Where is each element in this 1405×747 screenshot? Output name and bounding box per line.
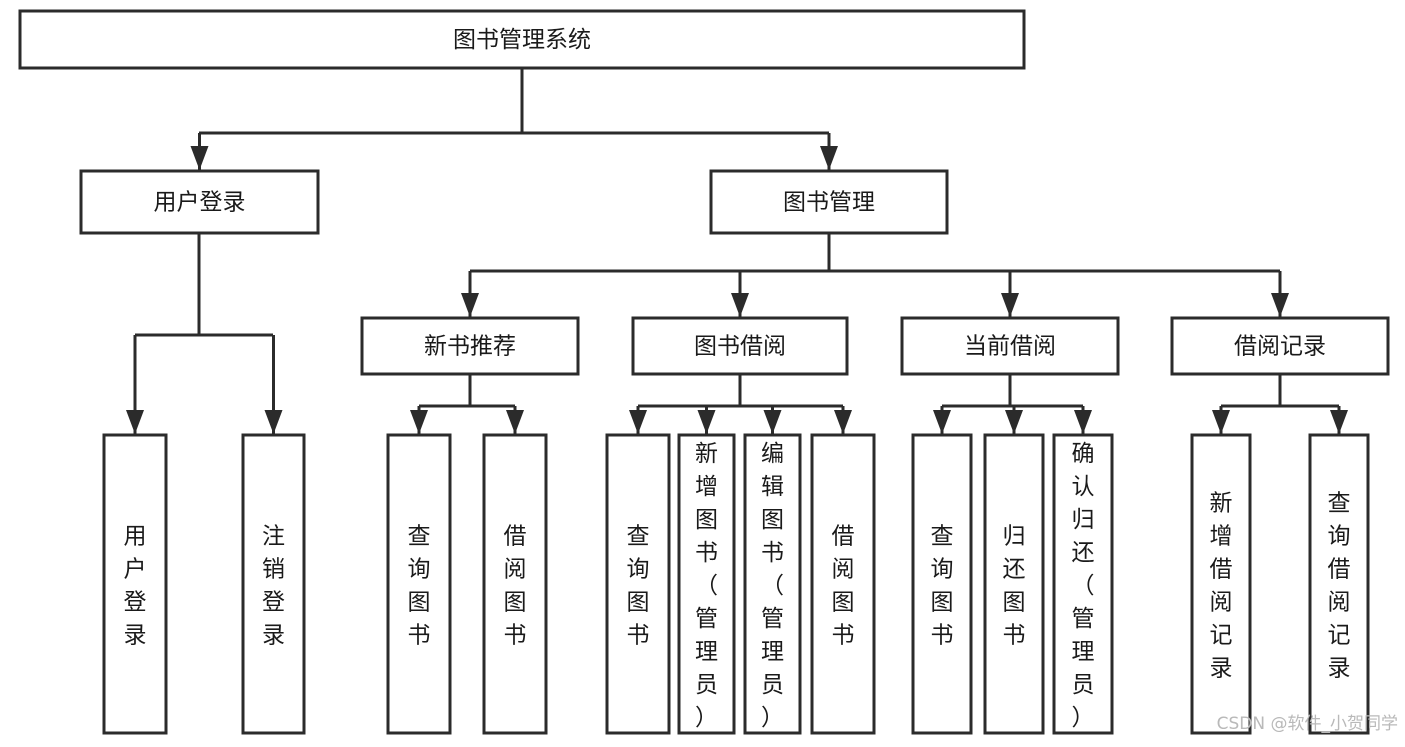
node-box [983,433,1045,735]
node-box [810,433,876,735]
node-l3-book-borrow[interactable]: 图书借阅 [631,316,849,376]
node-box [360,316,580,376]
node-layer: 图书管理系统用户登录图书管理新书推荐图书借阅当前借阅借阅记录用户登录注销登录查询… [18,9,1390,735]
node-label: 借阅图书 [832,524,855,649]
arrow-to-leaf-cur-return-book [1005,410,1023,434]
arrow-to-leaf-rec-borrow-book [506,410,524,434]
arrow-to-l2-book-manage [820,146,838,170]
node-box [1052,433,1114,735]
node-label: 注销登录 [262,524,285,649]
node-box [79,169,320,235]
node-label: 归还图书 [1003,524,1026,649]
node-label: 用户登录 [124,524,147,649]
node-label: 新增借阅记录 [1210,491,1233,682]
node-leaf-rec-add-record[interactable]: 新增借阅记录 [1190,433,1252,735]
arrow-to-leaf-rec-add-record [1212,410,1230,434]
node-box [102,433,168,735]
node-label: 新增图书（管理员） [695,441,718,731]
arrow-to-l3-current-borrow [1001,293,1019,317]
node-box [677,433,736,735]
node-l3-borrow-record[interactable]: 借阅记录 [1170,316,1390,376]
arrow-to-leaf-borrow-edit-book [763,410,782,434]
node-label: 图书管理 [783,190,875,216]
node-leaf-rec-query-book[interactable]: 查询图书 [386,433,452,735]
node-leaf-cur-query-book[interactable]: 查询图书 [911,433,973,735]
node-box [900,316,1120,376]
node-box [709,169,949,235]
node-label: 借阅图书 [504,524,527,649]
node-box [482,433,548,735]
node-box [631,316,849,376]
arrow-to-leaf-user-logout [264,410,283,434]
node-leaf-borrow-edit-book[interactable]: 编辑图书（管理员） [743,433,802,735]
node-label: 编辑图书（管理员） [761,441,784,731]
node-l2-user-login[interactable]: 用户登录 [79,169,320,235]
node-label: 图书借阅 [694,334,786,360]
node-label: 借阅记录 [1234,334,1326,360]
node-box [1170,316,1390,376]
arrow-to-l3-new-book-rec [461,293,479,317]
arrow-to-l2-user-login [190,146,209,170]
arrow-to-leaf-cur-confirm-return [1074,410,1092,434]
node-leaf-borrow-borrow-book[interactable]: 借阅图书 [810,433,876,735]
arrow-to-l3-book-borrow [731,293,749,317]
arrow-to-leaf-rec-query-record [1330,410,1348,434]
node-root[interactable]: 图书管理系统 [18,9,1026,70]
node-l3-new-book-rec[interactable]: 新书推荐 [360,316,580,376]
arrow-to-leaf-cur-query-book [933,410,951,434]
node-label: 确认归还（管理员） [1072,441,1095,731]
arrow-to-leaf-rec-query-book [410,410,428,434]
node-label: 查询图书 [627,524,650,649]
node-label: 当前借阅 [964,334,1056,360]
node-leaf-user-login[interactable]: 用户登录 [102,433,168,735]
node-leaf-rec-query-record[interactable]: 查询借阅记录 [1308,433,1370,735]
node-label: 查询借阅记录 [1328,491,1351,682]
arrow-to-leaf-user-login [126,410,144,434]
node-box [386,433,452,735]
node-label: 新书推荐 [424,334,516,360]
node-label: 查询图书 [931,524,954,649]
node-box [911,433,973,735]
node-leaf-user-logout[interactable]: 注销登录 [241,433,306,735]
node-label: 用户登录 [154,190,246,216]
node-leaf-cur-confirm-return[interactable]: 确认归还（管理员） [1052,433,1114,735]
node-box [605,433,671,735]
node-l3-current-borrow[interactable]: 当前借阅 [900,316,1120,376]
arrow-to-leaf-borrow-borrow-book [834,410,852,434]
node-l2-book-manage[interactable]: 图书管理 [709,169,949,235]
node-leaf-rec-borrow-book[interactable]: 借阅图书 [482,433,548,735]
arrow-to-leaf-borrow-query-book [629,410,647,434]
node-box [1190,433,1252,735]
node-box [18,9,1026,70]
connector-layer [126,68,1348,434]
node-leaf-borrow-add-book[interactable]: 新增图书（管理员） [677,433,736,735]
node-label: 查询图书 [408,524,431,649]
node-box [1308,433,1370,735]
node-box [241,433,306,735]
node-label: 图书管理系统 [453,27,591,53]
arrow-to-leaf-borrow-add-book [697,410,716,434]
node-leaf-borrow-query-book[interactable]: 查询图书 [605,433,671,735]
node-box [743,433,802,735]
csdn-watermark: CSDN @软件_小贺同学 [1217,714,1398,734]
arrow-to-l3-borrow-record [1271,293,1289,317]
node-leaf-cur-return-book[interactable]: 归还图书 [983,433,1045,735]
